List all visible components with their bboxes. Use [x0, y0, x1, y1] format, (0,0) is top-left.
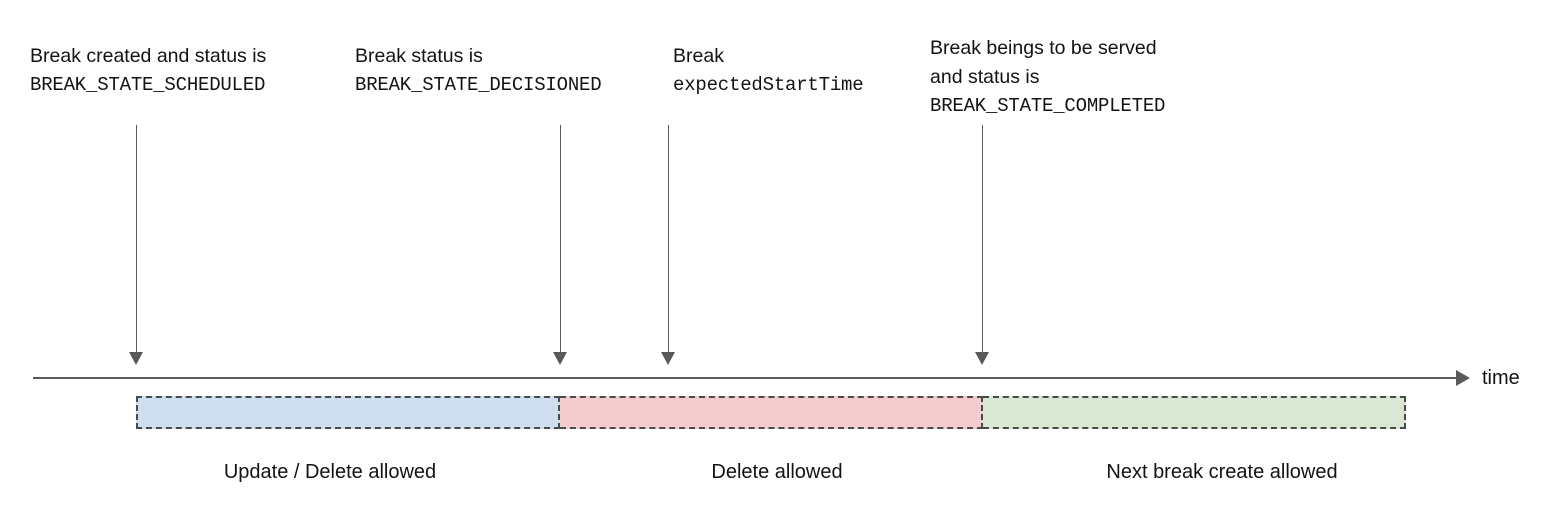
timeline-segment-completed	[983, 396, 1406, 429]
marker-label-scheduled-line1: Break created and status is	[30, 45, 267, 67]
marker-label-decisioned-line2: BREAK_STATE_DECISIONED	[355, 74, 602, 96]
timeline-segment-scheduled	[136, 396, 560, 429]
marker-arrow-decisioned-head-icon	[552, 352, 567, 365]
segment-caption-completed: Next break create allowed	[1106, 461, 1338, 483]
marker-label-decisioned-line1: Break status is	[355, 45, 483, 67]
marker-label-scheduled-line2: BREAK_STATE_SCHEDULED	[30, 74, 266, 96]
marker-label-completed-line3: BREAK_STATE_COMPLETED	[930, 95, 1166, 117]
time-axis-arrow-icon	[1456, 370, 1470, 386]
marker-arrow-decisioned-line	[559, 125, 562, 353]
marker-label-expected-start-line1: Break	[673, 45, 724, 67]
marker-label-completed-line1: Break beings to be served	[930, 37, 1157, 59]
time-axis-label: time	[1482, 367, 1520, 389]
segment-caption-decisioned: Delete allowed	[711, 461, 843, 483]
marker-label-expected-start-line2: expectedStartTime	[673, 74, 864, 96]
marker-label-decisioned: Break status is BREAK_STATE_DECISIONED	[355, 42, 602, 100]
marker-arrow-expected-start-head-icon	[660, 352, 675, 365]
timeline-segment-decisioned	[560, 396, 983, 429]
marker-arrow-completed-head-icon	[974, 352, 989, 365]
time-axis-line	[33, 377, 1458, 379]
marker-label-completed: Break beings to be served and status is …	[930, 34, 1165, 121]
marker-label-expected-start: Break expectedStartTime	[673, 42, 864, 100]
marker-arrow-scheduled-head-icon	[128, 352, 143, 365]
segment-caption-scheduled: Update / Delete allowed	[223, 461, 437, 483]
marker-arrow-completed-line	[981, 125, 984, 353]
marker-label-scheduled: Break created and status is BREAK_STATE_…	[30, 42, 266, 100]
marker-arrow-scheduled-line	[135, 125, 138, 353]
marker-label-completed-line2: and status is	[930, 66, 1040, 88]
marker-arrow-expected-start-line	[667, 125, 670, 353]
